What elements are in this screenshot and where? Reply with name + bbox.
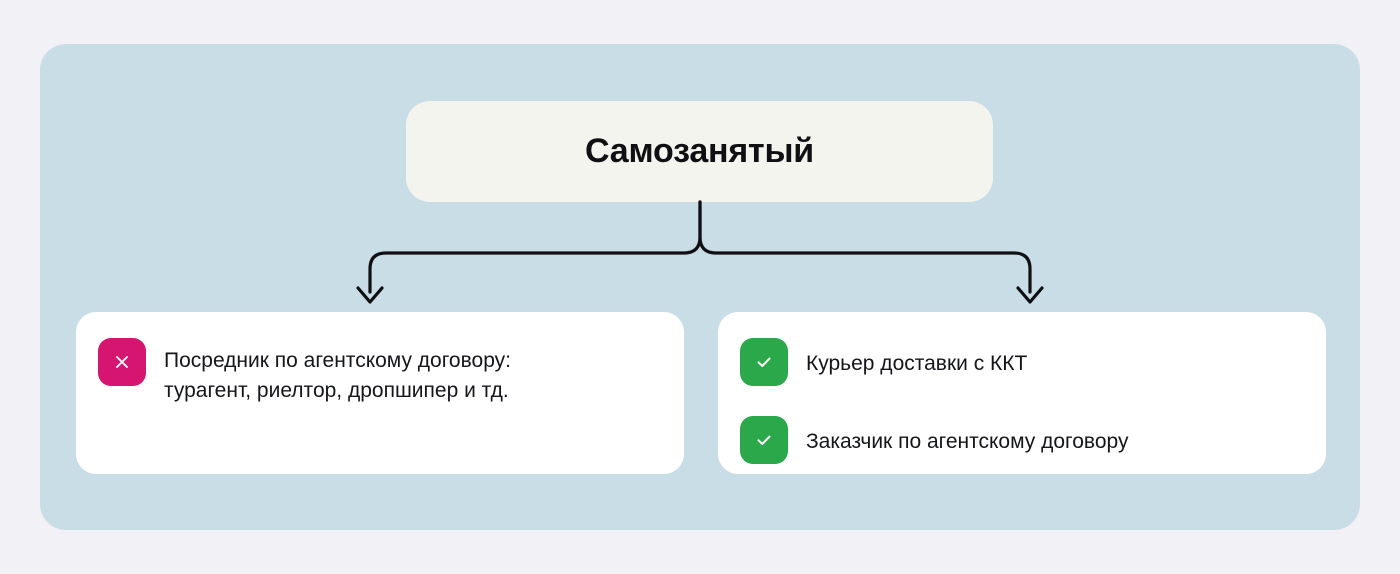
check-icon	[740, 338, 788, 386]
list-item: Посредник по агентскому договору: тураге…	[98, 338, 656, 406]
list-item: Заказчик по агентскому договору	[740, 416, 1298, 464]
root-node: Самозанятый	[406, 101, 993, 202]
list-item-label: Заказчик по агентскому договору	[806, 430, 1129, 453]
check-icon	[740, 416, 788, 464]
list-item: Курьер доставки с ККТ	[740, 338, 1298, 386]
list-item-label: Посредник по агентскому договору: тураге…	[164, 349, 511, 402]
list-item-label: Курьер доставки с ККТ	[806, 352, 1028, 375]
cross-icon	[98, 338, 146, 386]
card-positive: Курьер доставки с ККТ Заказчик по агентс…	[718, 312, 1326, 474]
card-negative: Посредник по агентскому договору: тураге…	[76, 312, 684, 474]
root-node-label: Самозанятый	[584, 131, 815, 170]
